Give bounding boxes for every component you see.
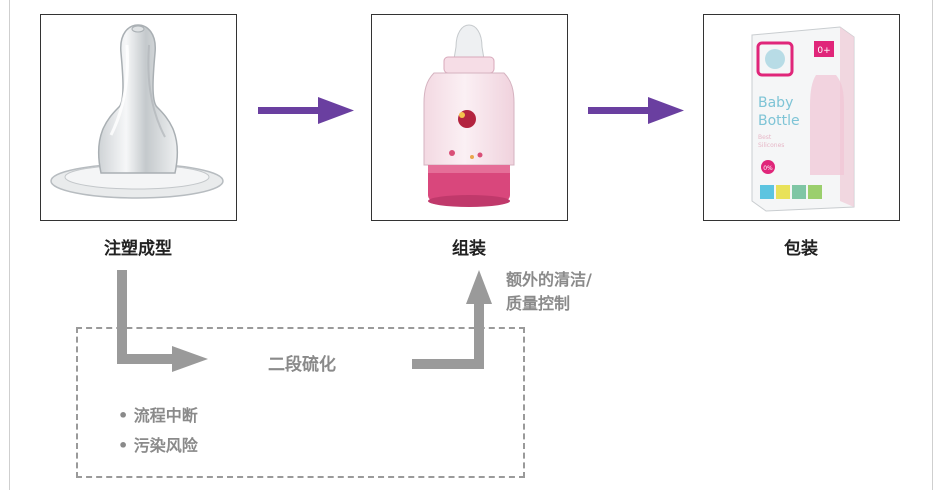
stage-label-packaging: 包装 xyxy=(784,239,818,259)
risk-item-contamination: • 污染风险 xyxy=(118,436,198,455)
nipple-icon xyxy=(50,24,224,199)
secondary-cure-label: 二段硫化 xyxy=(268,355,336,375)
flow-arrow-1 xyxy=(258,97,354,124)
extra-cleaning-qc-label: 额外的清洁/ 质量控制 xyxy=(506,270,592,313)
package-title-line2: Bottle xyxy=(758,113,800,129)
stage-label-assembly: 组装 xyxy=(452,239,486,259)
package-pct-badge: 0% xyxy=(763,165,773,172)
secondary-process-box xyxy=(76,327,525,478)
risk-item-process-interruption: • 流程中断 xyxy=(118,406,198,425)
age-badge-bg xyxy=(814,41,834,57)
flow-arrow-2 xyxy=(588,97,684,124)
stage-image-bottle xyxy=(371,14,568,221)
frame-left-border xyxy=(9,0,10,490)
stage-image-package: 0+ Baby Bottle Best Silicones 0% xyxy=(703,14,900,221)
age-badge: 0+ xyxy=(817,46,830,56)
frame-right-border xyxy=(932,0,933,490)
package-subtitle-line2: Silicones xyxy=(758,142,784,149)
package-title-line1: Baby xyxy=(758,95,793,111)
baby-bottle-icon xyxy=(423,24,515,207)
package-subtitle-line1: Best xyxy=(758,134,772,141)
stage-image-nipple xyxy=(40,14,237,221)
boxed-bottle-icon: 0+ Baby Bottle Best Silicones 0% xyxy=(751,26,855,212)
stage-label-injection-molding: 注塑成型 xyxy=(104,239,172,259)
